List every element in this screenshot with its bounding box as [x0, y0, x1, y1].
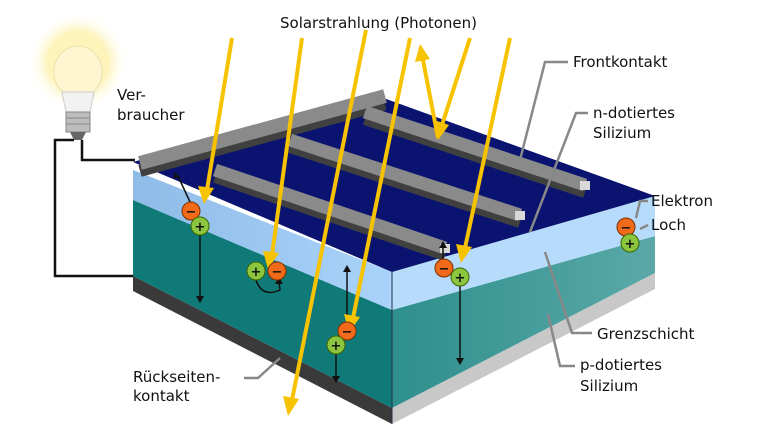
p-layer-front [133, 200, 392, 408]
electron-icon: − [337, 321, 357, 341]
back-contact-label: Rückseiten- [133, 368, 220, 386]
back-contact-front [133, 276, 392, 424]
hole-icon: + [620, 233, 640, 253]
back-contact-label: kontakt [133, 387, 190, 405]
hole-label: Loch [651, 216, 686, 234]
leader-lines [244, 60, 649, 380]
svg-text:+: + [195, 220, 206, 235]
svg-text:+: + [625, 237, 636, 252]
svg-text:−: − [439, 262, 450, 277]
hole-icon: + [450, 267, 470, 287]
p-layer-side [392, 236, 655, 408]
light-bulb-icon [28, 12, 128, 140]
electron-icon: − [181, 201, 201, 221]
svg-text:+: + [455, 271, 466, 286]
carrier-paths [173, 172, 464, 383]
hole-icon: + [190, 216, 210, 236]
charge-carriers: − + + − − + − + − + [181, 201, 640, 355]
n-doped-label: n-dotiertes [593, 104, 675, 122]
p-doped-label: Silizium [580, 377, 638, 395]
electron-icon: − [267, 261, 287, 281]
title-label: Solarstrahlung (Photonen) [280, 14, 477, 32]
svg-text:−: − [272, 265, 283, 280]
back-contact-side [392, 273, 655, 424]
electron-icon: − [434, 258, 454, 278]
n-doped-label: Silizium [593, 124, 651, 142]
junction-label: Grenzschicht [597, 325, 695, 343]
solar-rays [198, 29, 512, 416]
electron-icon: − [616, 217, 636, 237]
solar-cell [133, 89, 655, 424]
svg-text:−: − [186, 205, 197, 220]
front-contact-label: Frontkontakt [573, 53, 668, 71]
svg-text:+: + [251, 265, 262, 280]
circuit-wires [53, 138, 135, 278]
svg-text:−: − [342, 325, 353, 340]
hole-icon: + [246, 261, 266, 281]
electron-label: Elektron [651, 192, 713, 210]
svg-text:+: + [331, 339, 342, 354]
consumer-label: braucher [117, 106, 185, 124]
p-doped-label: p-dotiertes [580, 356, 662, 374]
consumer-label: Ver- [117, 86, 146, 104]
svg-text:−: − [621, 221, 632, 236]
hole-icon: + [326, 335, 346, 355]
